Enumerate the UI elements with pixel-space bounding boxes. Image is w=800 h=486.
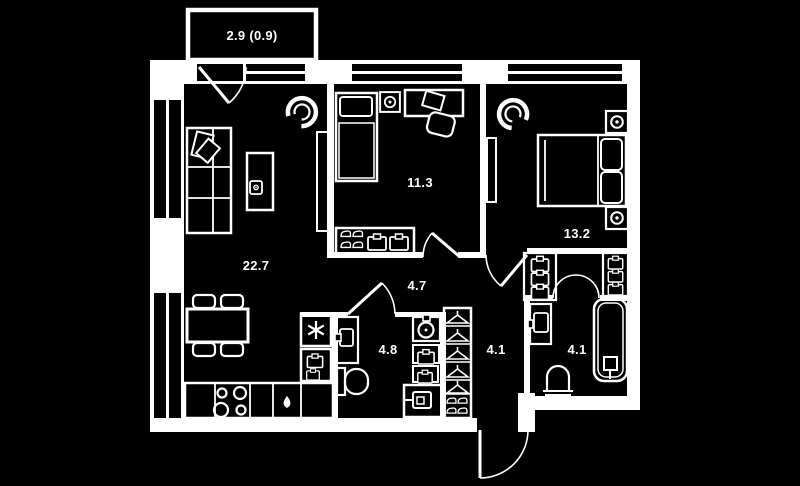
room-label-bedroom2: 13.2 (564, 226, 591, 241)
nightstand (379, 91, 401, 113)
window-inner-line (246, 81, 305, 84)
window-inner-line (508, 81, 622, 84)
tv-console (316, 131, 330, 232)
room-label-bedroom1: 11.3 (407, 175, 433, 190)
window-inner-line (181, 100, 184, 218)
sofa-pillow (194, 137, 222, 165)
bath-drawers (412, 344, 440, 384)
dining-set (185, 293, 250, 358)
wall-bottom (150, 418, 477, 432)
pillow (600, 171, 623, 204)
window-glass-line (352, 71, 462, 74)
room-label-bathroom2: 4.1 (568, 342, 587, 357)
balcony-area-label: 2.9 (0.9) (226, 28, 277, 43)
blanket (338, 122, 375, 179)
dining-chair (219, 293, 245, 310)
window-inner-line (352, 81, 462, 84)
tap-icon (422, 314, 431, 322)
toilet (543, 364, 573, 396)
washbasin (527, 302, 553, 346)
toilet-tank (335, 366, 347, 397)
wall-bath2-left (524, 295, 530, 396)
wall-living-bedroom1 (327, 84, 334, 258)
window-glass-line (166, 100, 169, 218)
toilet (335, 366, 370, 397)
wall-bedroom2-bottom (527, 248, 627, 254)
washbasin-cabinet (334, 315, 360, 365)
dining-chair (191, 341, 217, 358)
oven-cabinet (299, 347, 333, 383)
dresser-left (522, 251, 558, 302)
coffee-table (245, 151, 275, 212)
bathroom2-fixtures (527, 297, 629, 396)
tap-icon (527, 319, 534, 329)
snowflake-icon (307, 321, 325, 339)
bedroom1-door (422, 231, 461, 259)
room-label-hallway: 4.7 (408, 278, 427, 293)
balcony: 2.9 (0.9) (185, 7, 319, 63)
nightstand (604, 109, 630, 135)
balcony-outline (185, 7, 319, 63)
window-glass-line (166, 293, 169, 418)
entrance-door (478, 429, 529, 479)
dresser-right (601, 251, 630, 298)
pillow (600, 138, 623, 171)
wall-bath1-top-right (395, 312, 446, 317)
kitchen (183, 312, 335, 420)
bedroom2-furniture (486, 95, 630, 302)
wardrobe (334, 226, 416, 256)
nightstand (604, 205, 630, 231)
double-bed (536, 133, 628, 208)
living-room-furniture (185, 92, 330, 358)
bathtub (592, 297, 629, 383)
balcony-door (197, 66, 247, 104)
room-label-bathroom1: 4.8 (379, 342, 398, 357)
kitchen-counter (183, 381, 335, 420)
bathroom2-door (552, 274, 600, 299)
dining-chair (219, 341, 245, 358)
dining-table (185, 307, 250, 344)
bedroom1-furniture (334, 88, 465, 256)
desk (403, 88, 465, 138)
washing-machine (402, 383, 445, 419)
bathroom1-door (346, 281, 396, 316)
sofa (185, 126, 233, 235)
bath-faucet (603, 356, 618, 371)
room-label-living: 22.7 (243, 258, 270, 273)
wall-bedroom1-bedroom2 (480, 84, 486, 252)
tap-icon (334, 333, 342, 342)
bedroom2-door (485, 254, 529, 287)
windows (154, 64, 622, 418)
armchair (284, 92, 322, 129)
dining-chair (191, 293, 217, 310)
hall-closet-wardrobe (442, 306, 473, 420)
room-label-hall-closet: 4.1 (487, 342, 506, 357)
desk-chair (425, 111, 456, 138)
fridge (299, 312, 333, 348)
window-inner-line (181, 293, 184, 418)
round-sink (411, 314, 442, 343)
laptop (420, 89, 446, 112)
wall-bath1-left (332, 312, 338, 418)
toilet-bowl (343, 367, 370, 396)
bathroom1-fixtures (334, 314, 445, 419)
window-glass-line (246, 71, 305, 74)
single-bed (334, 91, 379, 183)
wall-bottom-right (528, 396, 640, 410)
armchair (494, 95, 531, 131)
room-labels: 22.7 11.3 13.2 4.7 4.8 4.1 4.1 (243, 175, 591, 357)
stove-burners (212, 385, 248, 419)
sink-drop-icon (283, 396, 291, 408)
window-glass-line (508, 71, 622, 74)
wall-mirror (486, 137, 497, 203)
wall-bedroom1-bottom-right (458, 252, 486, 258)
wall-right (627, 60, 640, 410)
pillow (339, 96, 373, 117)
